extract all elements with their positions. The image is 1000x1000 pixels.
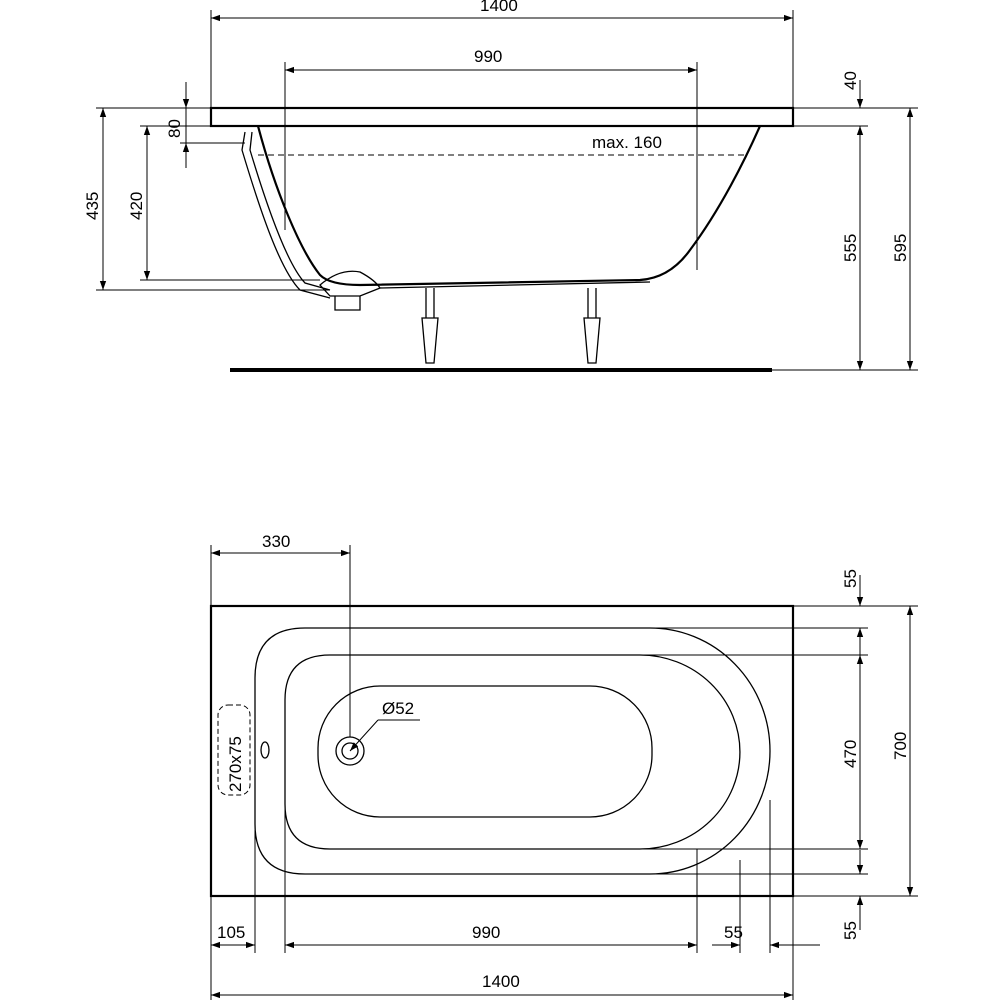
dim-270x75: 270x75	[226, 736, 245, 792]
dim-700: 700	[891, 732, 910, 760]
tub-base-line	[379, 281, 651, 289]
dim-595: 595	[891, 234, 910, 262]
waste-pipe	[241, 131, 331, 299]
dim-40: 40	[841, 71, 860, 90]
dim-990-bottom: 990	[472, 923, 500, 942]
dim-55-top: 55	[841, 569, 860, 588]
dim-55-right: 55	[724, 923, 743, 942]
basin-floor	[317, 685, 653, 818]
water-level-label: max. 160	[592, 133, 662, 152]
basin-edge	[284, 654, 741, 850]
dim-420: 420	[127, 192, 146, 220]
top-view: 270x75 Ø52 330 55 470 55 700 105 990 55 …	[209, 532, 918, 1000]
dim-555: 555	[841, 234, 860, 262]
dim-435: 435	[83, 192, 102, 220]
support-legs	[421, 288, 601, 364]
tub-outline	[209, 604, 795, 898]
dim-55-bottom: 55	[841, 921, 860, 940]
dim-52: Ø52	[382, 699, 414, 718]
drain-fitting	[319, 270, 381, 311]
dim-470: 470	[841, 740, 860, 768]
rim-inner-edge	[254, 627, 771, 875]
tub-rim	[209, 106, 795, 128]
overflow	[260, 741, 270, 759]
tub-body	[256, 125, 762, 287]
side-view: max. 160 1400 990 435 420 80 40 555 595	[83, 0, 918, 372]
dim-1400-bottom: 1400	[482, 972, 520, 991]
dim-105: 105	[217, 923, 245, 942]
dim-80: 80	[165, 119, 184, 138]
dim-990-top: 990	[474, 47, 502, 66]
dim-1400-top: 1400	[480, 0, 518, 15]
waste-pipe-inner	[249, 131, 331, 291]
dim-330: 330	[262, 532, 290, 551]
